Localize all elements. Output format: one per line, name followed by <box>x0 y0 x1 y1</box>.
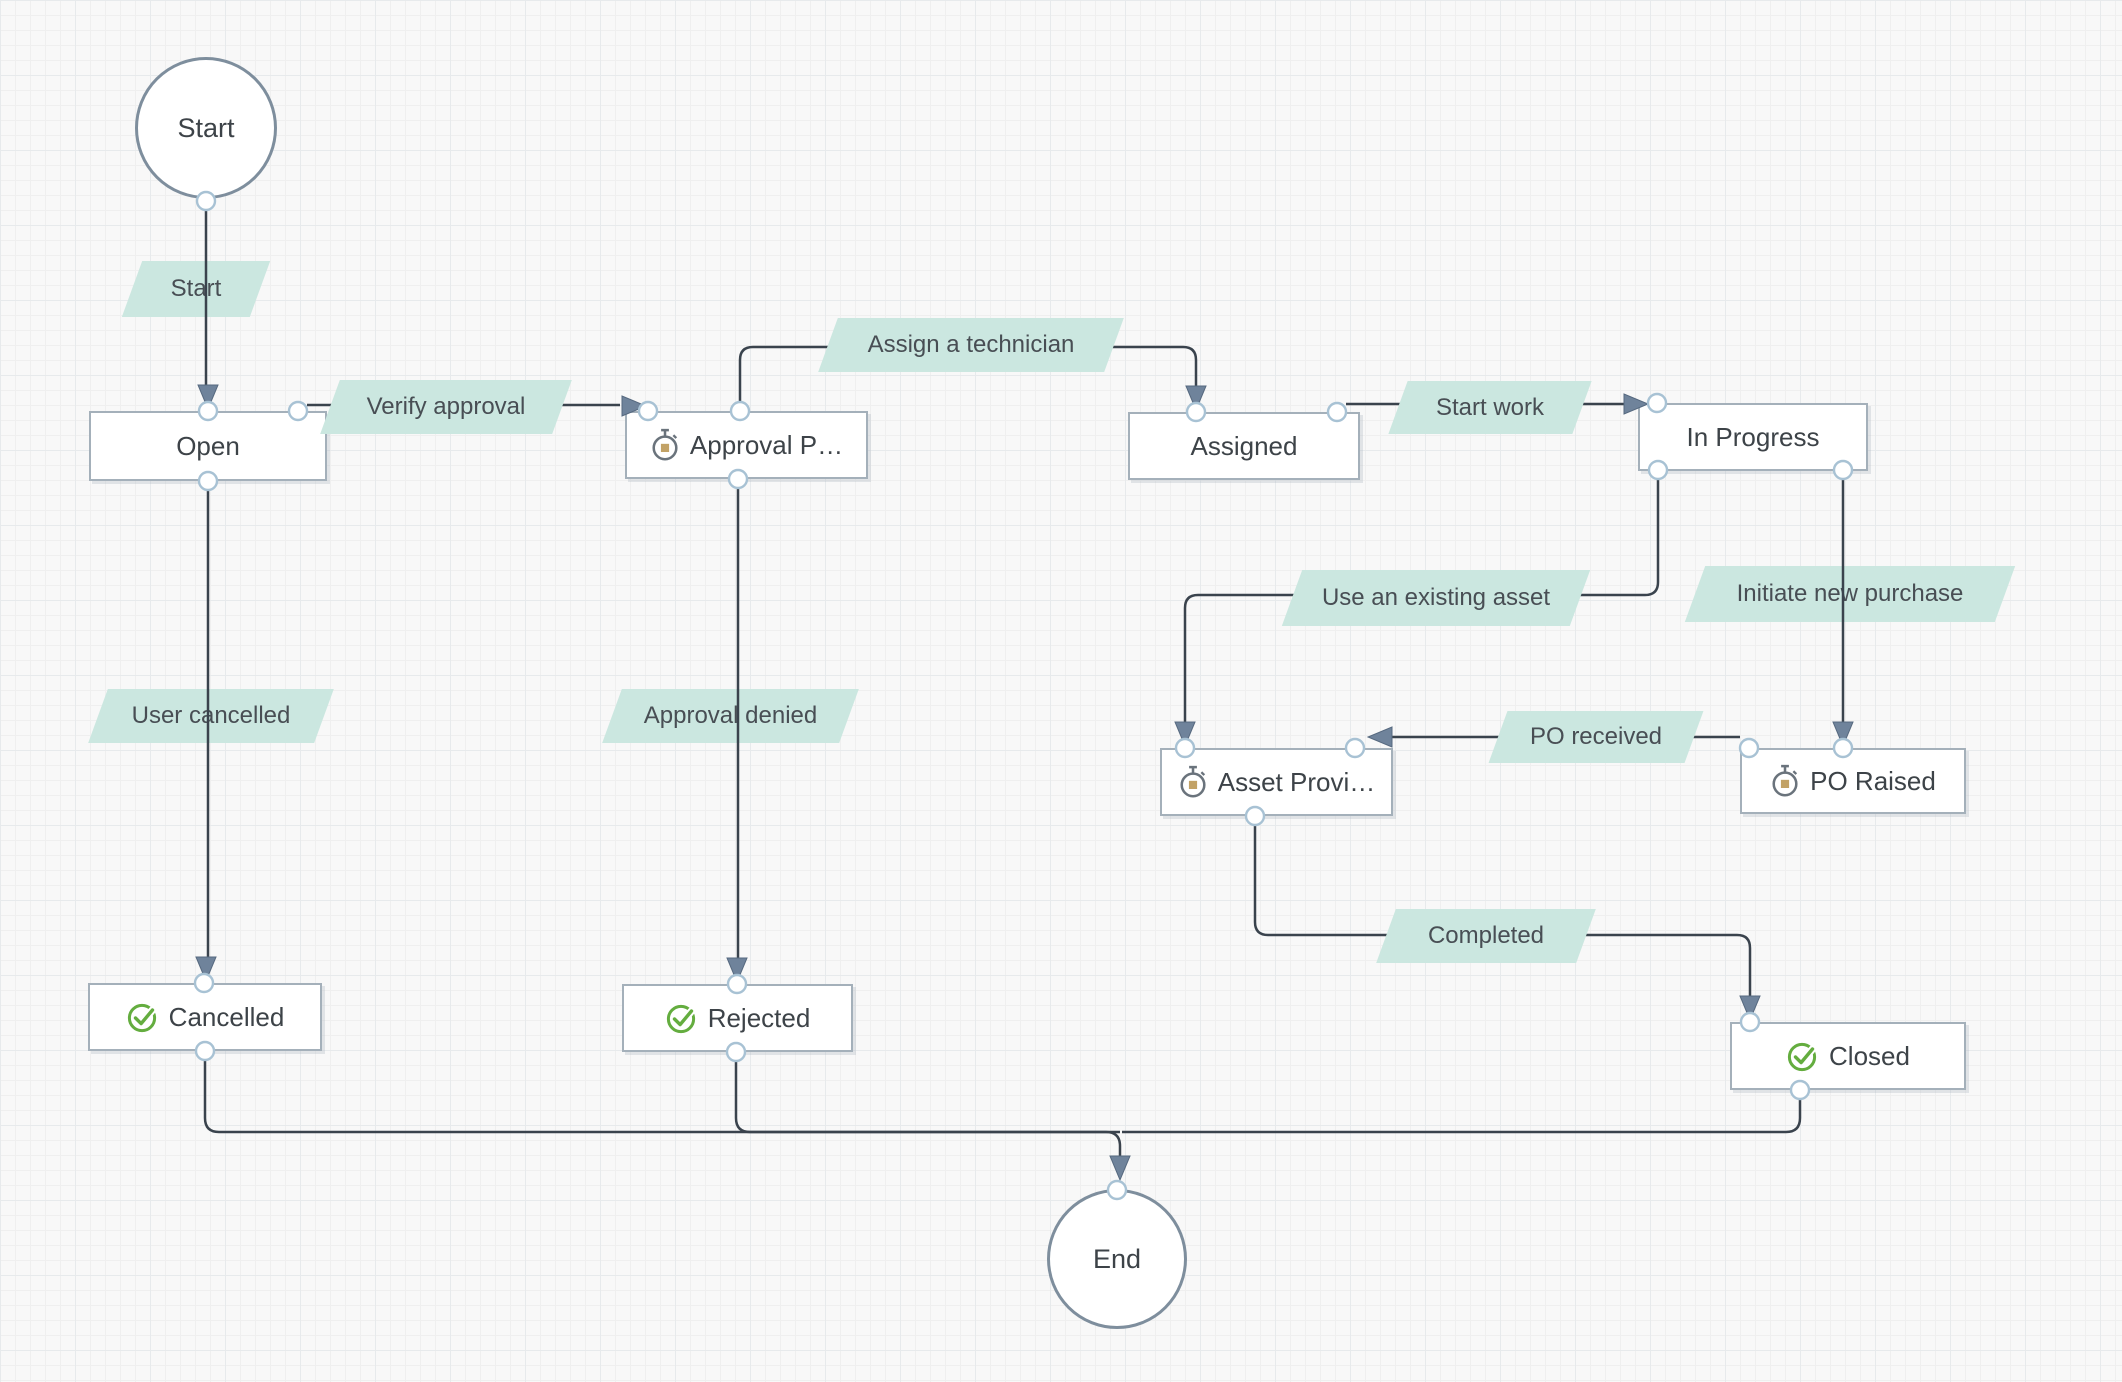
end-node-label: End <box>1092 1243 1142 1274</box>
state-label: PO Raised <box>1810 765 1936 796</box>
arrowhead <box>1185 385 1207 412</box>
state-node-approval-pending[interactable]: Approval P… <box>625 411 868 479</box>
stopwatch-icon <box>1770 763 1801 799</box>
transition-label-assign-a-technician[interactable]: Assign a technician <box>818 318 1124 372</box>
state-label: Assigned <box>1190 430 1298 461</box>
edge-closed-end <box>1122 1099 1802 1134</box>
transition-label-use-an-existing-asset[interactable]: Use an existing asset <box>1281 570 1591 626</box>
stopwatch-icon <box>650 427 681 463</box>
state-label: Cancelled <box>168 1001 285 1032</box>
state-label: Closed <box>1829 1040 1910 1071</box>
arrowhead <box>1832 721 1854 748</box>
state-node-in-progress[interactable]: In Progress <box>1638 403 1868 471</box>
transition-label-verify-approval[interactable]: Verify approval <box>320 380 572 434</box>
check-circle-icon <box>665 1001 699 1035</box>
state-node-po-raised[interactable]: PO Raised <box>1740 748 1966 814</box>
state-node-rejected[interactable]: Rejected <box>622 984 853 1052</box>
state-node-assigned[interactable]: Assigned <box>1128 412 1360 480</box>
state-label: In Progress <box>1686 421 1820 452</box>
arrowhead <box>1174 721 1196 748</box>
arrowhead <box>1366 726 1393 748</box>
arrowhead <box>195 956 217 983</box>
arrowhead <box>197 384 219 411</box>
transition-label-start-work[interactable]: Start work <box>1388 381 1592 434</box>
stopwatch-icon <box>1178 764 1209 800</box>
transition-label-approval-denied[interactable]: Approval denied <box>602 689 859 743</box>
edge-cancelled-end <box>203 1060 1122 1156</box>
transition-label-user-cancelled[interactable]: User cancelled <box>88 689 334 743</box>
transition-label-completed[interactable]: Completed <box>1376 909 1596 963</box>
arrowhead <box>1739 995 1761 1022</box>
start-node[interactable]: Start <box>135 57 277 199</box>
check-circle-icon <box>1786 1039 1820 1073</box>
transition-label-start[interactable]: Start <box>121 261 271 317</box>
arrowhead <box>726 957 748 984</box>
edge-rejected-end <box>734 1061 1120 1134</box>
state-label: Asset Provi… <box>1217 766 1376 797</box>
state-node-cancelled[interactable]: Cancelled <box>88 983 322 1051</box>
transition-label-po-received[interactable]: PO received <box>1488 711 1704 763</box>
state-label: Open <box>176 430 240 461</box>
state-node-closed[interactable]: Closed <box>1730 1022 1966 1090</box>
state-label: Rejected <box>707 1002 811 1033</box>
check-circle-icon <box>126 1000 160 1034</box>
start-node-label: Start <box>177 112 235 143</box>
state-label: Approval P… <box>689 429 844 460</box>
arrowhead <box>1109 1155 1131 1182</box>
end-node[interactable]: End <box>1047 1189 1187 1329</box>
transition-label-initiate-new-purchase[interactable]: Initiate new purchase <box>1684 566 2016 622</box>
state-node-asset-provisioning[interactable]: Asset Provi… <box>1160 748 1393 816</box>
state-node-open[interactable]: Open <box>89 411 327 481</box>
